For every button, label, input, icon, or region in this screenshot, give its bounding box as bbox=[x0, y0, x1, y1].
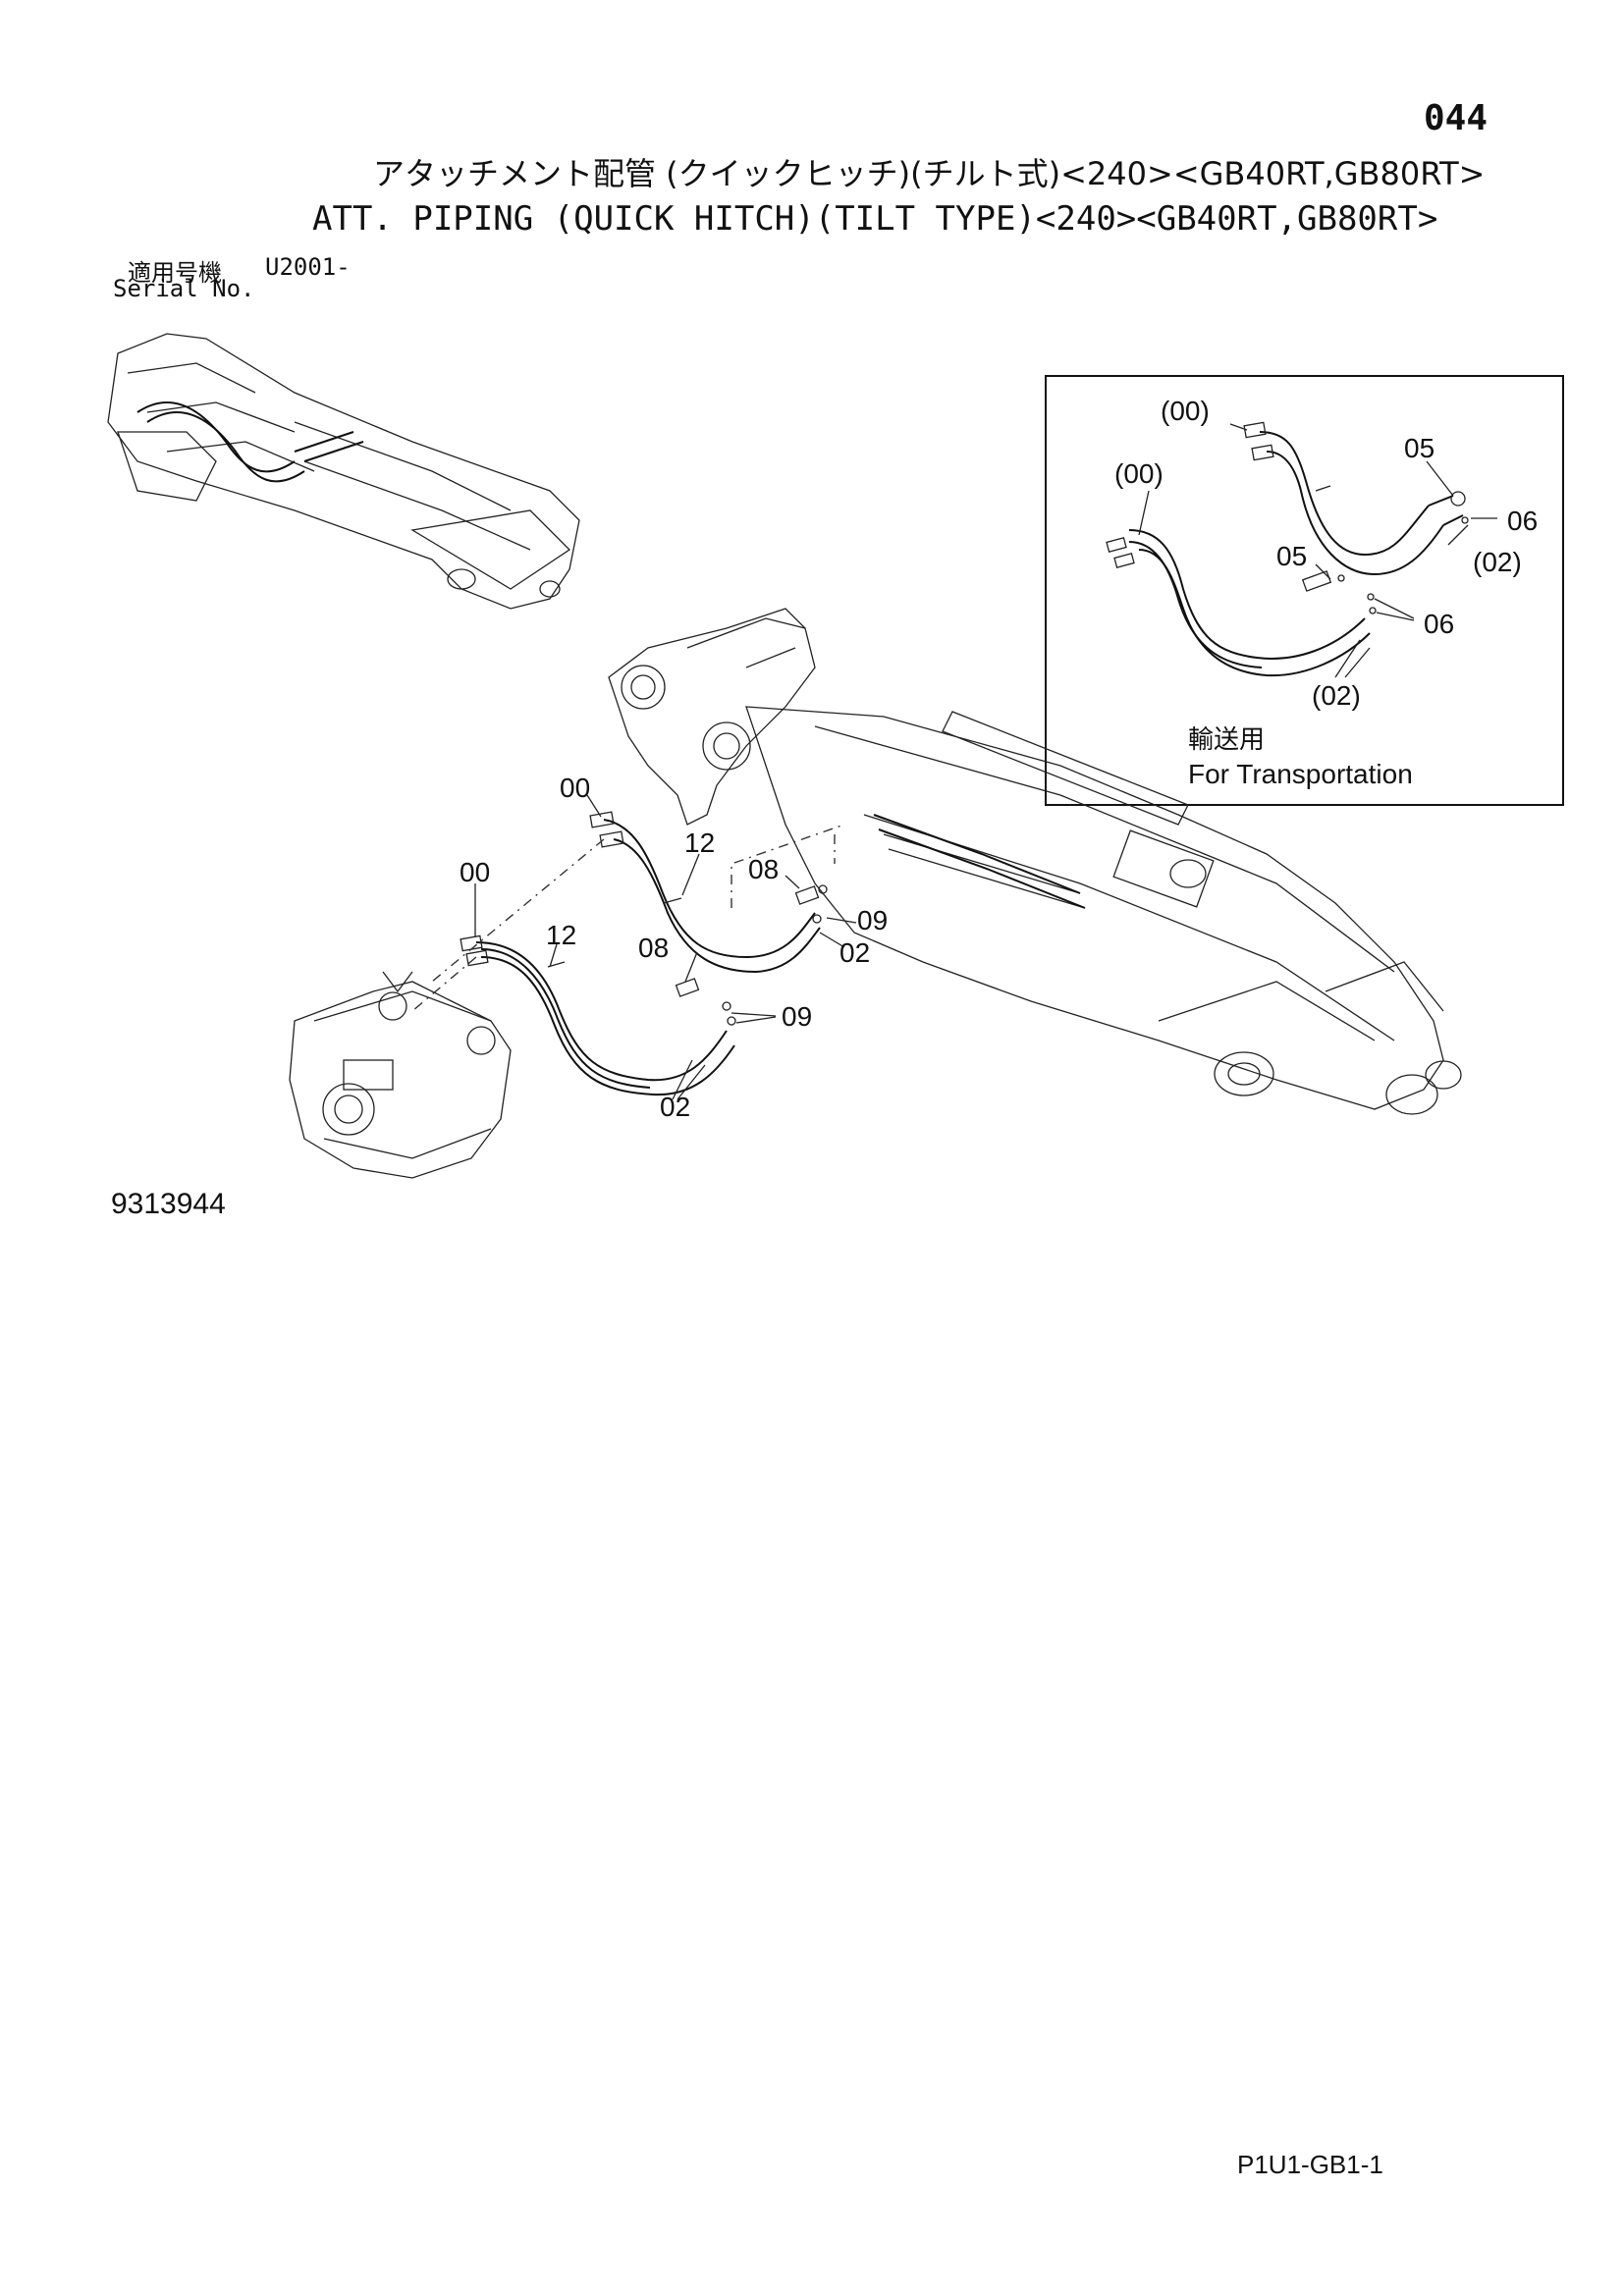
inset-label-hose-b: (00) bbox=[1114, 458, 1164, 489]
inset-label-fitting-a: 05 bbox=[1404, 433, 1435, 463]
inset-caption-english: For Transportation bbox=[1188, 759, 1413, 789]
arm-assembly bbox=[608, 608, 1462, 1115]
footer-code: P1U1-GB1-1 bbox=[1237, 2150, 1383, 2179]
title-english: ATT. PIPING (QUICK HITCH)(TILT TYPE)<240… bbox=[312, 199, 1438, 239]
serial-value: U2001- bbox=[265, 253, 351, 281]
inset-label-cap-a: 06 bbox=[1507, 506, 1538, 536]
label-plug-lower: 09 bbox=[782, 1001, 812, 1032]
label-clamp-upper: 12 bbox=[684, 828, 715, 858]
title-japanese: アタッチメント配管 (クイックヒッチ)(チルト式)<240><GB40RT,GB… bbox=[373, 155, 1486, 192]
label-hose-lower: 00 bbox=[460, 857, 490, 887]
serial-label-english: Serial No. bbox=[113, 275, 255, 302]
label-adapter-upper: 08 bbox=[748, 854, 779, 884]
inset-caption-japanese: 輸送用 bbox=[1188, 725, 1265, 755]
label-plug-upper: 09 bbox=[857, 905, 888, 935]
locator-view bbox=[107, 333, 580, 610]
inset-label-fitting-b: 05 bbox=[1276, 541, 1307, 571]
inset-label-cap-b: 06 bbox=[1424, 609, 1454, 639]
serial-label-japanese: 適用号機 bbox=[128, 259, 222, 287]
label-pipe-lower: 02 bbox=[660, 1092, 690, 1122]
label-hose-upper: 00 bbox=[560, 773, 590, 803]
page-number: 044 bbox=[1424, 98, 1489, 138]
label-clamp-lower: 12 bbox=[546, 920, 576, 950]
label-pipe-upper: 02 bbox=[839, 937, 870, 968]
inset-label-pipe-a: (02) bbox=[1473, 547, 1522, 577]
inset-label-pipe-b: (02) bbox=[1312, 680, 1361, 711]
transport-inset: (00) (00) 05 05 06 06 (02) (02) 輸送用 For … bbox=[1045, 375, 1564, 806]
quick-hitch bbox=[289, 971, 512, 1179]
main-hoses bbox=[411, 794, 857, 1100]
figure-number: 9313944 bbox=[111, 1188, 226, 1220]
label-adapter-lower: 08 bbox=[638, 933, 669, 963]
inset-label-hose-a: (00) bbox=[1161, 396, 1210, 426]
